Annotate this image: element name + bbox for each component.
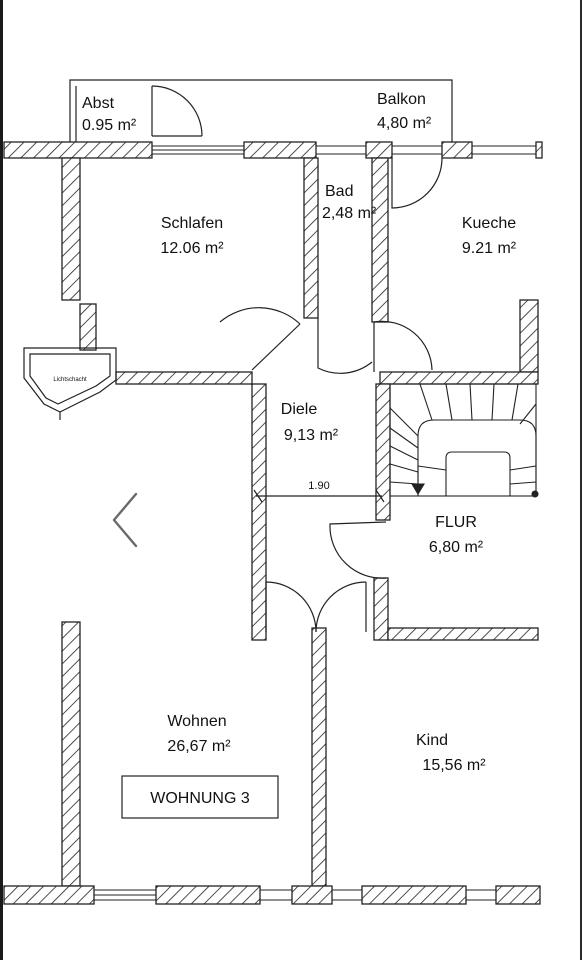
room-name-wohnen: Wohnen	[167, 713, 226, 730]
chevron-left-icon	[112, 492, 138, 548]
room-name-kueche: Kueche	[462, 215, 516, 232]
lichtschacht	[23, 347, 117, 420]
viewer-left-edge	[0, 0, 3, 960]
unit-label-box: WOHNUNG 3	[121, 775, 279, 819]
room-name-schlafen: Schlafen	[161, 215, 223, 232]
room-name-bad: Bad	[325, 183, 353, 200]
room-name-kind: Kind	[416, 732, 448, 749]
room-name-flur: FLUR	[435, 514, 477, 531]
room-area-abst: 0.95 m²	[82, 117, 137, 134]
room-area-wohnen: 26,67 m²	[167, 738, 231, 755]
room-name-balkon: Balkon	[377, 91, 426, 108]
room-area-schlafen: 12.06 m²	[160, 240, 224, 257]
room-area-flur: 6,80 m²	[429, 539, 484, 556]
lichtschacht-label: Lichtschacht	[53, 377, 87, 383]
viewer-right-edge	[580, 0, 582, 960]
unit-label: WOHNUNG 3	[150, 790, 250, 807]
walls	[3, 141, 543, 905]
room-area-diele: 9,13 m²	[284, 427, 339, 444]
dimension-line	[253, 489, 385, 503]
room-area-kind: 15,56 m²	[422, 757, 486, 774]
room-name-diele: Diele	[281, 401, 318, 418]
staircase	[389, 383, 539, 498]
room-name-abst: Abst	[82, 95, 115, 112]
room-area-kueche: 9.21 m²	[462, 240, 517, 257]
room-area-balkon: 4,80 m²	[377, 115, 432, 132]
balcony	[69, 79, 453, 209]
previous-image-button[interactable]	[100, 485, 150, 555]
windows	[93, 145, 537, 901]
doors	[219, 307, 433, 633]
room-area-bad: 2,48 m²	[322, 205, 377, 222]
dimension-label: 1.90	[308, 480, 329, 492]
